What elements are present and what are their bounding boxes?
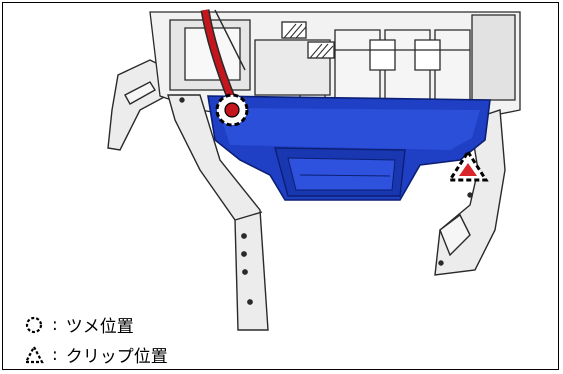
legend-separator: :	[52, 314, 58, 335]
hatched-connector-1	[281, 21, 307, 39]
legend-claw-position: : ツメ位置	[24, 312, 134, 337]
clip-position-marker	[447, 149, 489, 182]
hatched-connector-2	[307, 41, 335, 59]
legend-label-claw: ツメ位置	[65, 317, 134, 337]
dashed-circle-icon	[25, 316, 43, 333]
legend-label-clip: クリップ位置	[65, 347, 168, 367]
ecu-module	[207, 95, 491, 201]
wire-harness	[200, 9, 246, 102]
right-support-bracket	[434, 109, 506, 276]
legend-separator: :	[52, 344, 58, 365]
claw-position-marker	[215, 93, 249, 127]
dashed-triangle-icon	[24, 344, 44, 363]
legend-clip-position: : クリップ位置	[24, 342, 168, 367]
main-support-bracket	[167, 94, 269, 331]
